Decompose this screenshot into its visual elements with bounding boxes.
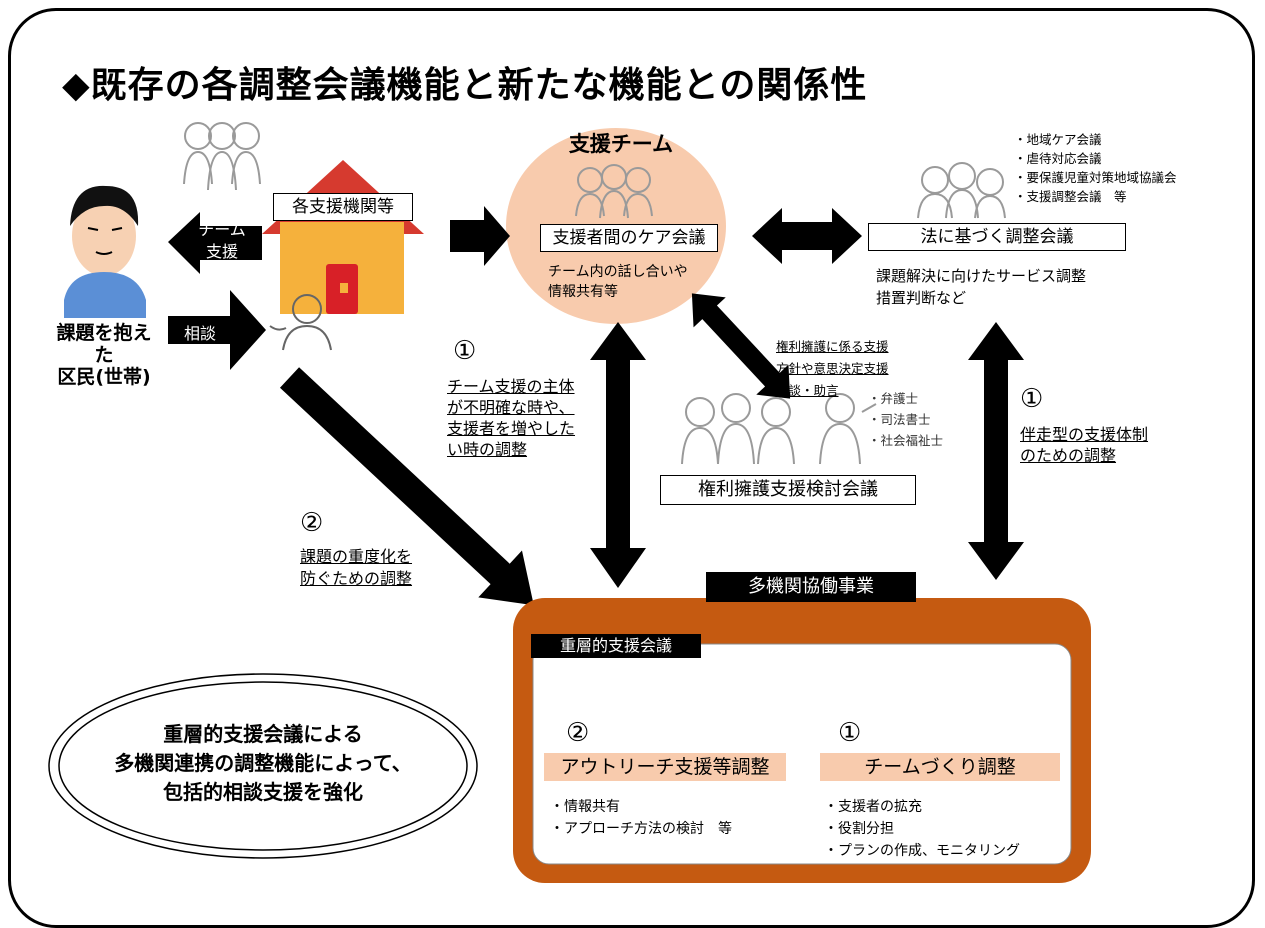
- staff-group-legal-icon: [917, 162, 1006, 219]
- outreach-item: ・アプローチ方法の検討 等: [550, 821, 732, 837]
- note-left-line: い時の調整: [447, 440, 528, 459]
- outreach-items: ・情報共有 ・アプローチ方法の検討 等: [550, 796, 790, 840]
- team-building-item: ・プランの作成、モニタリング: [824, 843, 1020, 859]
- legal-desc-line1: 課題解決に向けたサービス調整: [876, 267, 1087, 285]
- advocacy-role: ・弁護士: [868, 391, 919, 406]
- resident-label-line2: 区民(世帯): [57, 366, 151, 388]
- page-title: ◆既存の各調整会議機能と新たな機能との関係性: [62, 65, 868, 106]
- consult-arrow-label: 相談: [183, 324, 216, 343]
- note-left-number: ①: [453, 336, 477, 366]
- agencies-label: 各支援機関等: [273, 193, 413, 221]
- support-team-desc-line2: 情報共有等: [548, 284, 618, 300]
- legal-desc-line2: 措置判断など: [876, 289, 967, 307]
- team-building-number: ①: [838, 718, 862, 748]
- legal-list-item: ・支援調整会議 等: [1014, 189, 1127, 204]
- staff-group-support-team-icon: [575, 164, 653, 219]
- support-team-title: 支援チーム: [568, 132, 674, 156]
- advocacy-link-text: 権利擁護に係る支援 方針や意思決定支援 相談・助言: [776, 336, 926, 402]
- staff-group-top-left-icon: [183, 122, 261, 191]
- note-left-line: が不明確な時や、: [447, 398, 575, 417]
- multi-agency-inner-title: 重層的支援会議: [531, 634, 701, 658]
- team-building-item: ・支援者の拡充: [824, 799, 922, 815]
- summary-ellipse-text: 重層的支援会議による 多機関連携の調整機能によって、 包括的相談支援を強化: [70, 720, 456, 807]
- diagonal-arrow-to-multi-agency: [279, 367, 534, 606]
- note-left-line: 支援者を増やした: [447, 419, 576, 438]
- summary-line: 包括的相談支援を強化: [163, 780, 363, 804]
- note-bottom-number: ②: [300, 508, 324, 538]
- center-vertical-arrow: [590, 322, 646, 588]
- resident-person-icon: [64, 185, 146, 318]
- legal-meeting-box: 法に基づく調整会議: [868, 223, 1126, 251]
- team-legal-arrow: [752, 208, 862, 264]
- legal-list-item: ・要保護児童対策地域協議会: [1014, 170, 1177, 185]
- note-right-line: 伴走型の支援体制: [1020, 425, 1149, 444]
- consult-arrow: [168, 290, 266, 370]
- staff-group-advocacy-icon: [681, 393, 877, 465]
- summary-line: 多機関連携の調整機能によって、: [114, 751, 412, 775]
- support-team-desc-line1: チーム内の話し合いや: [548, 264, 688, 280]
- outreach-label: アウトリーチ支援等調整: [544, 753, 786, 781]
- team-building-items: ・支援者の拡充 ・役割分担 ・プランの作成、モニタリング: [824, 796, 1054, 862]
- legal-list-item: ・虐待対応会議: [1014, 151, 1102, 166]
- multi-agency-inner-box: [532, 643, 1072, 865]
- note-bottom-line: 課題の重度化を: [300, 547, 413, 566]
- team-building-item: ・役割分担: [824, 821, 894, 837]
- team-support-arrow-label: チーム 支援: [192, 219, 252, 263]
- outreach-number: ②: [566, 718, 590, 748]
- note-bottom-text: 課題の重度化を 防ぐための調整: [300, 546, 440, 590]
- summary-line: 重層的支援会議による: [163, 722, 363, 746]
- advocacy-box: 権利擁護支援検討会議: [660, 475, 916, 505]
- note-left-text: チーム支援の主体 が不明確な時や、 支援者を増やした い時の調整: [447, 376, 597, 460]
- house-icon: [262, 160, 424, 314]
- note-right-text: 伴走型の支援体制 のための調整: [1020, 424, 1180, 466]
- team-support-arrow: [168, 212, 262, 274]
- summary-ellipse: [48, 673, 478, 859]
- legal-meeting-list: ・地域ケア会議 ・虐待対応会議 ・要保護児童対策地域協議会 ・支援調整会議 等: [1014, 130, 1224, 206]
- note-right-line: のための調整: [1020, 446, 1117, 465]
- team-building-label: チームづくり調整: [820, 753, 1060, 781]
- note-left-line: チーム支援の主体: [447, 377, 575, 396]
- team-advocacy-arrow: [691, 293, 791, 399]
- team-support-line2: 支援: [205, 242, 238, 261]
- outreach-item: ・情報共有: [550, 799, 620, 815]
- advocacy-link-line1: 権利擁護に係る支援: [776, 339, 889, 354]
- multi-agency-title: 多機関協働事業: [706, 572, 916, 602]
- note-right-number: ①: [1020, 384, 1044, 414]
- legal-list-item: ・地域ケア会議: [1014, 132, 1102, 147]
- support-team-desc: チーム内の話し合いや 情報共有等: [548, 262, 718, 302]
- right-vertical-arrow: [968, 322, 1024, 580]
- legal-meeting-desc: 課題解決に向けたサービス調整 措置判断など: [876, 265, 1136, 309]
- team-support-line1: チーム: [198, 220, 246, 239]
- resident-label: 課題を抱えた 区民(世帯): [48, 322, 160, 388]
- advocacy-link-line2: 方針や意思決定支援: [776, 361, 889, 376]
- consultant-person-icon: [269, 294, 332, 351]
- advocacy-roles: ・弁護士 ・司法書士 ・社会福祉士: [868, 388, 968, 451]
- support-team-box: 支援者間のケア会議: [540, 224, 718, 252]
- agencies-to-team-arrow: [450, 206, 510, 266]
- advocacy-role: ・司法書士: [868, 412, 931, 427]
- note-bottom-line: 防ぐための調整: [300, 569, 413, 588]
- advocacy-role: ・社会福祉士: [868, 433, 944, 448]
- resident-label-line1: 課題を抱えた: [56, 322, 152, 366]
- advocacy-link-line3: 相談・助言: [776, 383, 839, 398]
